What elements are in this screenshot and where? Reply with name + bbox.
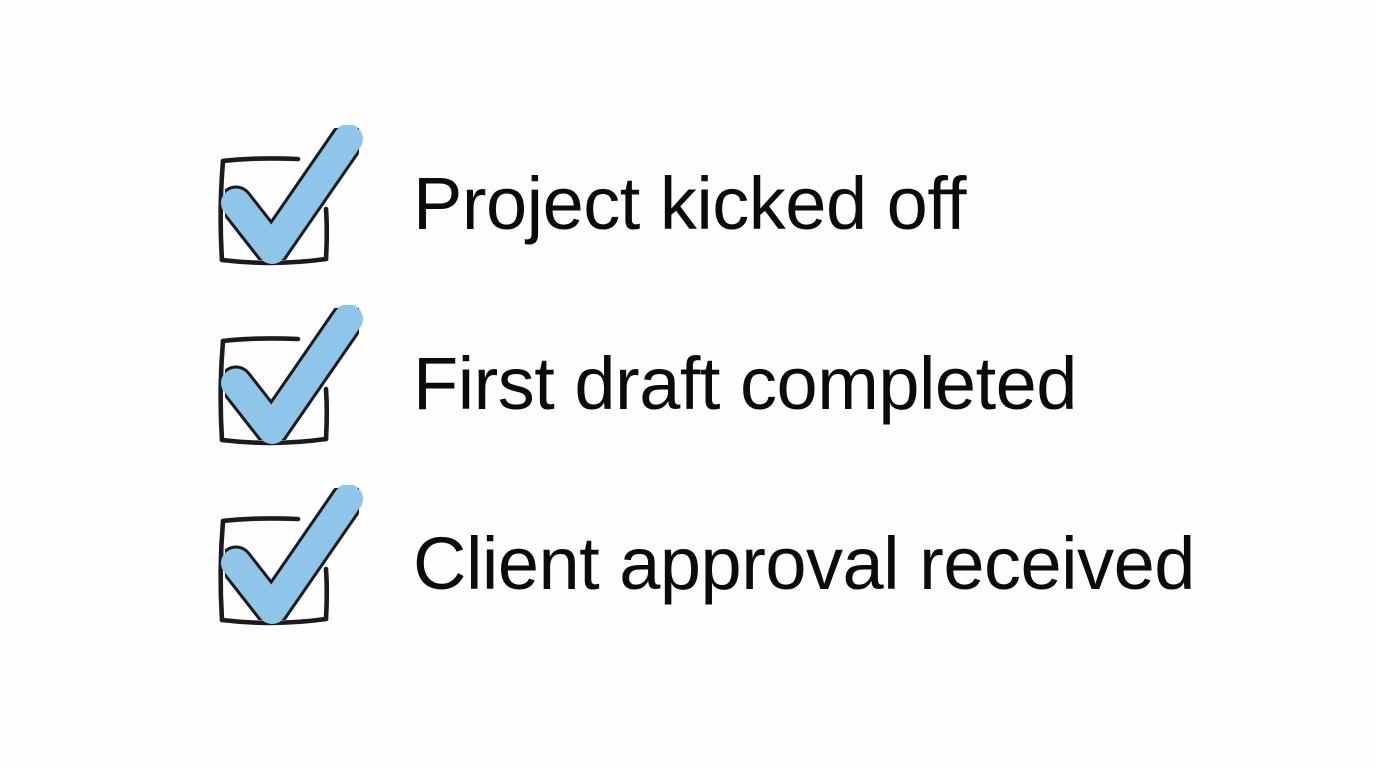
checklist: Project kicked off First draft completed	[205, 110, 1305, 650]
checked-checkbox-icon[interactable]	[210, 125, 370, 275]
checked-checkbox-icon[interactable]	[210, 485, 370, 635]
list-item[interactable]: Client approval received	[205, 470, 1305, 650]
list-item-label: Client approval received	[413, 522, 1195, 605]
checked-checkbox-icon[interactable]	[210, 305, 370, 455]
list-item[interactable]: Project kicked off	[205, 110, 1305, 290]
list-item[interactable]: First draft completed	[205, 290, 1305, 470]
list-item-label: Project kicked off	[413, 162, 967, 245]
list-item-label: First draft completed	[413, 342, 1077, 425]
